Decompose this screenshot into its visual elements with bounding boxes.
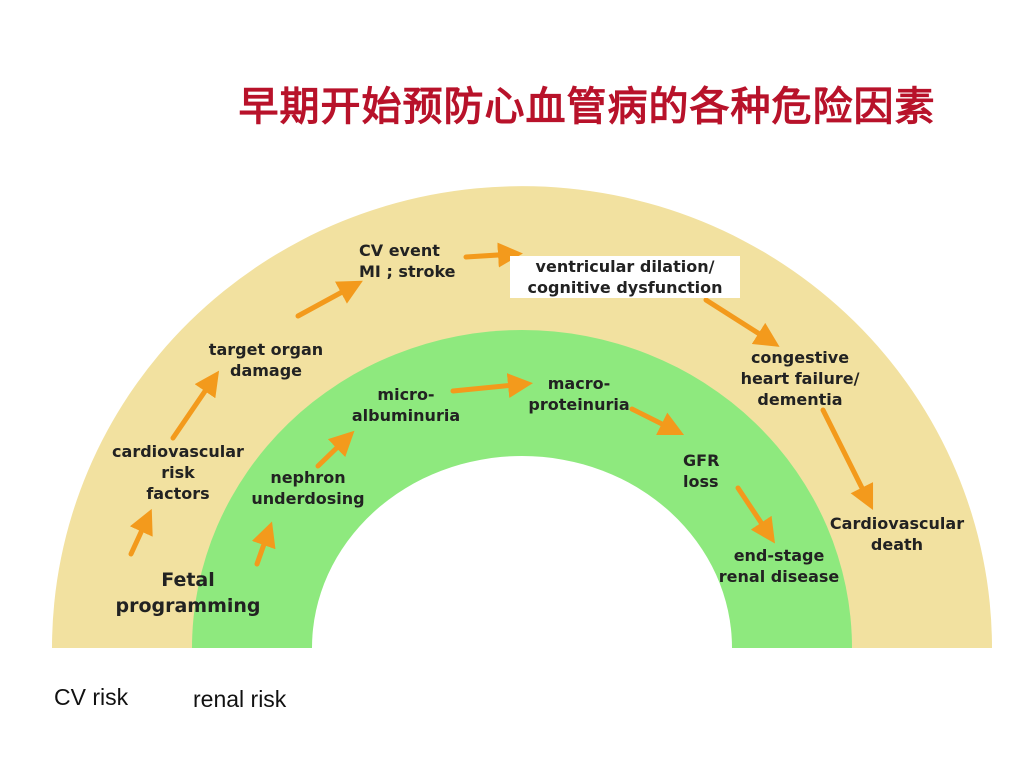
arrow-target-organ-to-cv-event xyxy=(295,280,363,319)
label-nephron-underdosing: nephron underdosing xyxy=(251,468,365,508)
arrow-nephron-to-micro xyxy=(315,430,355,469)
arrow-gfr-to-esrd xyxy=(735,485,775,544)
page-title: 早期开始预防心血管病的各种危险因素 xyxy=(238,84,936,130)
label-gfr-loss: GFR loss xyxy=(683,451,720,491)
label-cardiovascular-risk-factors: cardiovascular risk factors xyxy=(112,442,244,503)
arrow-cv-event-to-ventricular xyxy=(463,242,523,268)
arrow-chf-to-cv-death xyxy=(820,407,874,511)
label-congestive-heart-failure: congestive heart failure/ dementia xyxy=(740,348,860,409)
label-macro-proteinuria: macro- proteinuria xyxy=(528,374,630,414)
label-cv-event: CV event MI ; stroke xyxy=(359,241,456,281)
arrow-ventricular-to-chf xyxy=(703,297,780,347)
legend-cv-risk: CV risk xyxy=(54,684,129,710)
label-cardiovascular-death: Cardiovascular death xyxy=(829,514,965,554)
label-end-stage-renal-disease: end-stage renal disease xyxy=(718,546,840,586)
label-target-organ-damage: target organ damage xyxy=(208,340,324,380)
arrow-fetal-to-cv-factors xyxy=(128,508,153,557)
legend-renal-risk: renal risk xyxy=(193,686,287,712)
label-ventricular-dilation: ventricular dilation/ cognitive dysfunct… xyxy=(510,256,740,298)
arrow-fetal-to-nephron xyxy=(251,521,276,567)
arrow-macro-to-gfr xyxy=(629,406,685,436)
arrow-micro-to-macro xyxy=(450,373,533,399)
arrow-cv-factors-to-target-organ xyxy=(170,370,220,441)
label-micro-albuminuria: micro- albuminuria xyxy=(351,385,461,425)
arc-center xyxy=(312,456,732,648)
label-fetal-programming: Fetal programming xyxy=(115,569,261,617)
